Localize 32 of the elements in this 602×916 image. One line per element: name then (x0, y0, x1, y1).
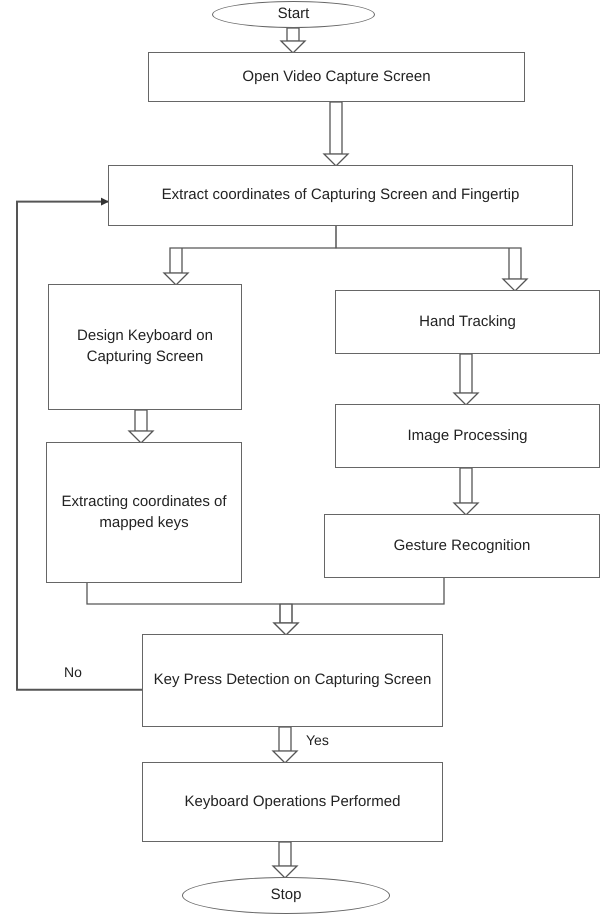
node-text: Keyboard Operations Performed (184, 792, 400, 812)
process-box (108, 165, 573, 226)
block-arrow (280, 27, 306, 54)
process-box (335, 404, 600, 468)
node-text: Hand Tracking (419, 312, 516, 332)
block-arrow (272, 841, 298, 879)
process-box (142, 634, 443, 727)
node-text: Extract coordinates of Capturing Screen and Fingertip (162, 185, 520, 206)
block-arrow (335, 226, 528, 292)
process-box (148, 52, 525, 102)
block-arrow (453, 467, 479, 516)
block-arrow (323, 101, 349, 167)
node-text: Design Keyboard on Capturing Screen (76, 326, 214, 367)
block-arrow (272, 726, 298, 764)
node-text: Start (278, 4, 310, 24)
node-text: Open Video Capture Screen (242, 66, 431, 87)
block-arrow (273, 578, 445, 636)
feedback-arrow (16, 198, 142, 691)
process-box (142, 762, 443, 842)
node-text: Extracting coordinates of mapped keys (60, 492, 228, 532)
edge-label: Yes (304, 733, 331, 747)
block-arrow (128, 409, 154, 444)
process-box (324, 514, 600, 578)
node-text: Image Processing (407, 426, 528, 446)
process-box (46, 442, 242, 583)
process-box (335, 290, 600, 354)
process-box (48, 284, 242, 410)
node-text: Gesture Recognition (394, 536, 530, 556)
block-arrow (453, 353, 479, 406)
edge-label: No (62, 665, 84, 679)
node-text: Key Press Detection on Capturing Screen (154, 670, 432, 690)
node-text: Stop (270, 885, 302, 906)
